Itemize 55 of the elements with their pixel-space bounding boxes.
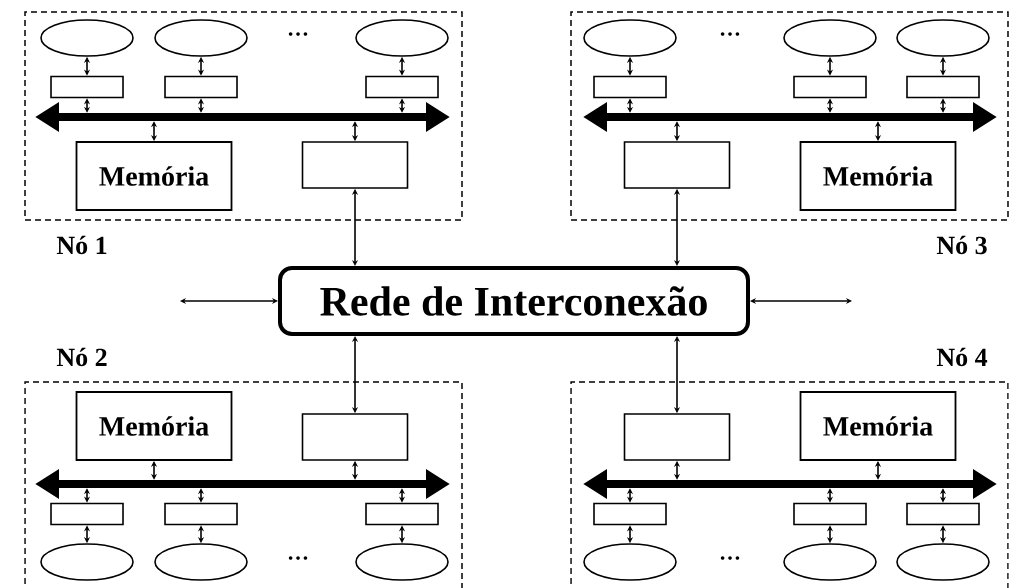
group-label: Nó 3 — [936, 235, 987, 255]
ellipsis: … — [720, 32, 740, 36]
empty-box — [365, 502, 439, 526]
arrow — [826, 98, 834, 113]
arrow — [626, 98, 634, 113]
arrow — [83, 98, 91, 113]
ellipse — [896, 543, 990, 581]
ellipse — [40, 19, 134, 57]
memory-box: Memória — [75, 141, 233, 211]
network-box: Rede de Interconexão — [278, 266, 750, 336]
empty-box — [593, 75, 667, 99]
ellipse — [355, 543, 449, 581]
empty-box — [50, 75, 124, 99]
empty-box — [623, 413, 731, 461]
empty-box — [164, 75, 238, 99]
ellipse — [896, 19, 990, 57]
group-label: Nó 1 — [56, 235, 107, 255]
ellipse — [355, 19, 449, 57]
empty-box — [793, 502, 867, 526]
empty-box — [906, 75, 980, 99]
ellipsis: … — [288, 32, 308, 36]
arrow — [180, 297, 278, 305]
ellipse — [583, 543, 677, 581]
ellipse — [40, 543, 134, 581]
arrow — [83, 488, 91, 503]
ellipse — [154, 19, 248, 57]
ellipsis: … — [288, 556, 308, 560]
empty-box — [623, 141, 731, 189]
empty-box — [301, 413, 409, 461]
arrow — [826, 488, 834, 503]
ellipse — [783, 543, 877, 581]
group-label: Nó 4 — [936, 347, 988, 367]
empty-box — [164, 502, 238, 526]
empty-box — [301, 141, 409, 189]
ellipse — [583, 19, 677, 57]
arrow — [197, 98, 205, 113]
ellipsis: … — [720, 556, 740, 560]
empty-box — [793, 75, 867, 99]
ellipse — [783, 19, 877, 57]
arrow — [939, 488, 947, 503]
empty-box — [906, 502, 980, 526]
memory-box: Memória — [799, 391, 957, 461]
memory-box: Memória — [75, 391, 233, 461]
arrow — [398, 488, 406, 503]
group-label: Nó 2 — [56, 347, 107, 367]
ellipse — [154, 543, 248, 581]
arrow — [750, 297, 852, 305]
arrow — [626, 488, 634, 503]
empty-box — [365, 75, 439, 99]
memory-box: Memória — [799, 141, 957, 211]
arrow — [939, 98, 947, 113]
arrow — [398, 98, 406, 113]
empty-box — [593, 502, 667, 526]
empty-box — [50, 502, 124, 526]
arrow — [197, 488, 205, 503]
